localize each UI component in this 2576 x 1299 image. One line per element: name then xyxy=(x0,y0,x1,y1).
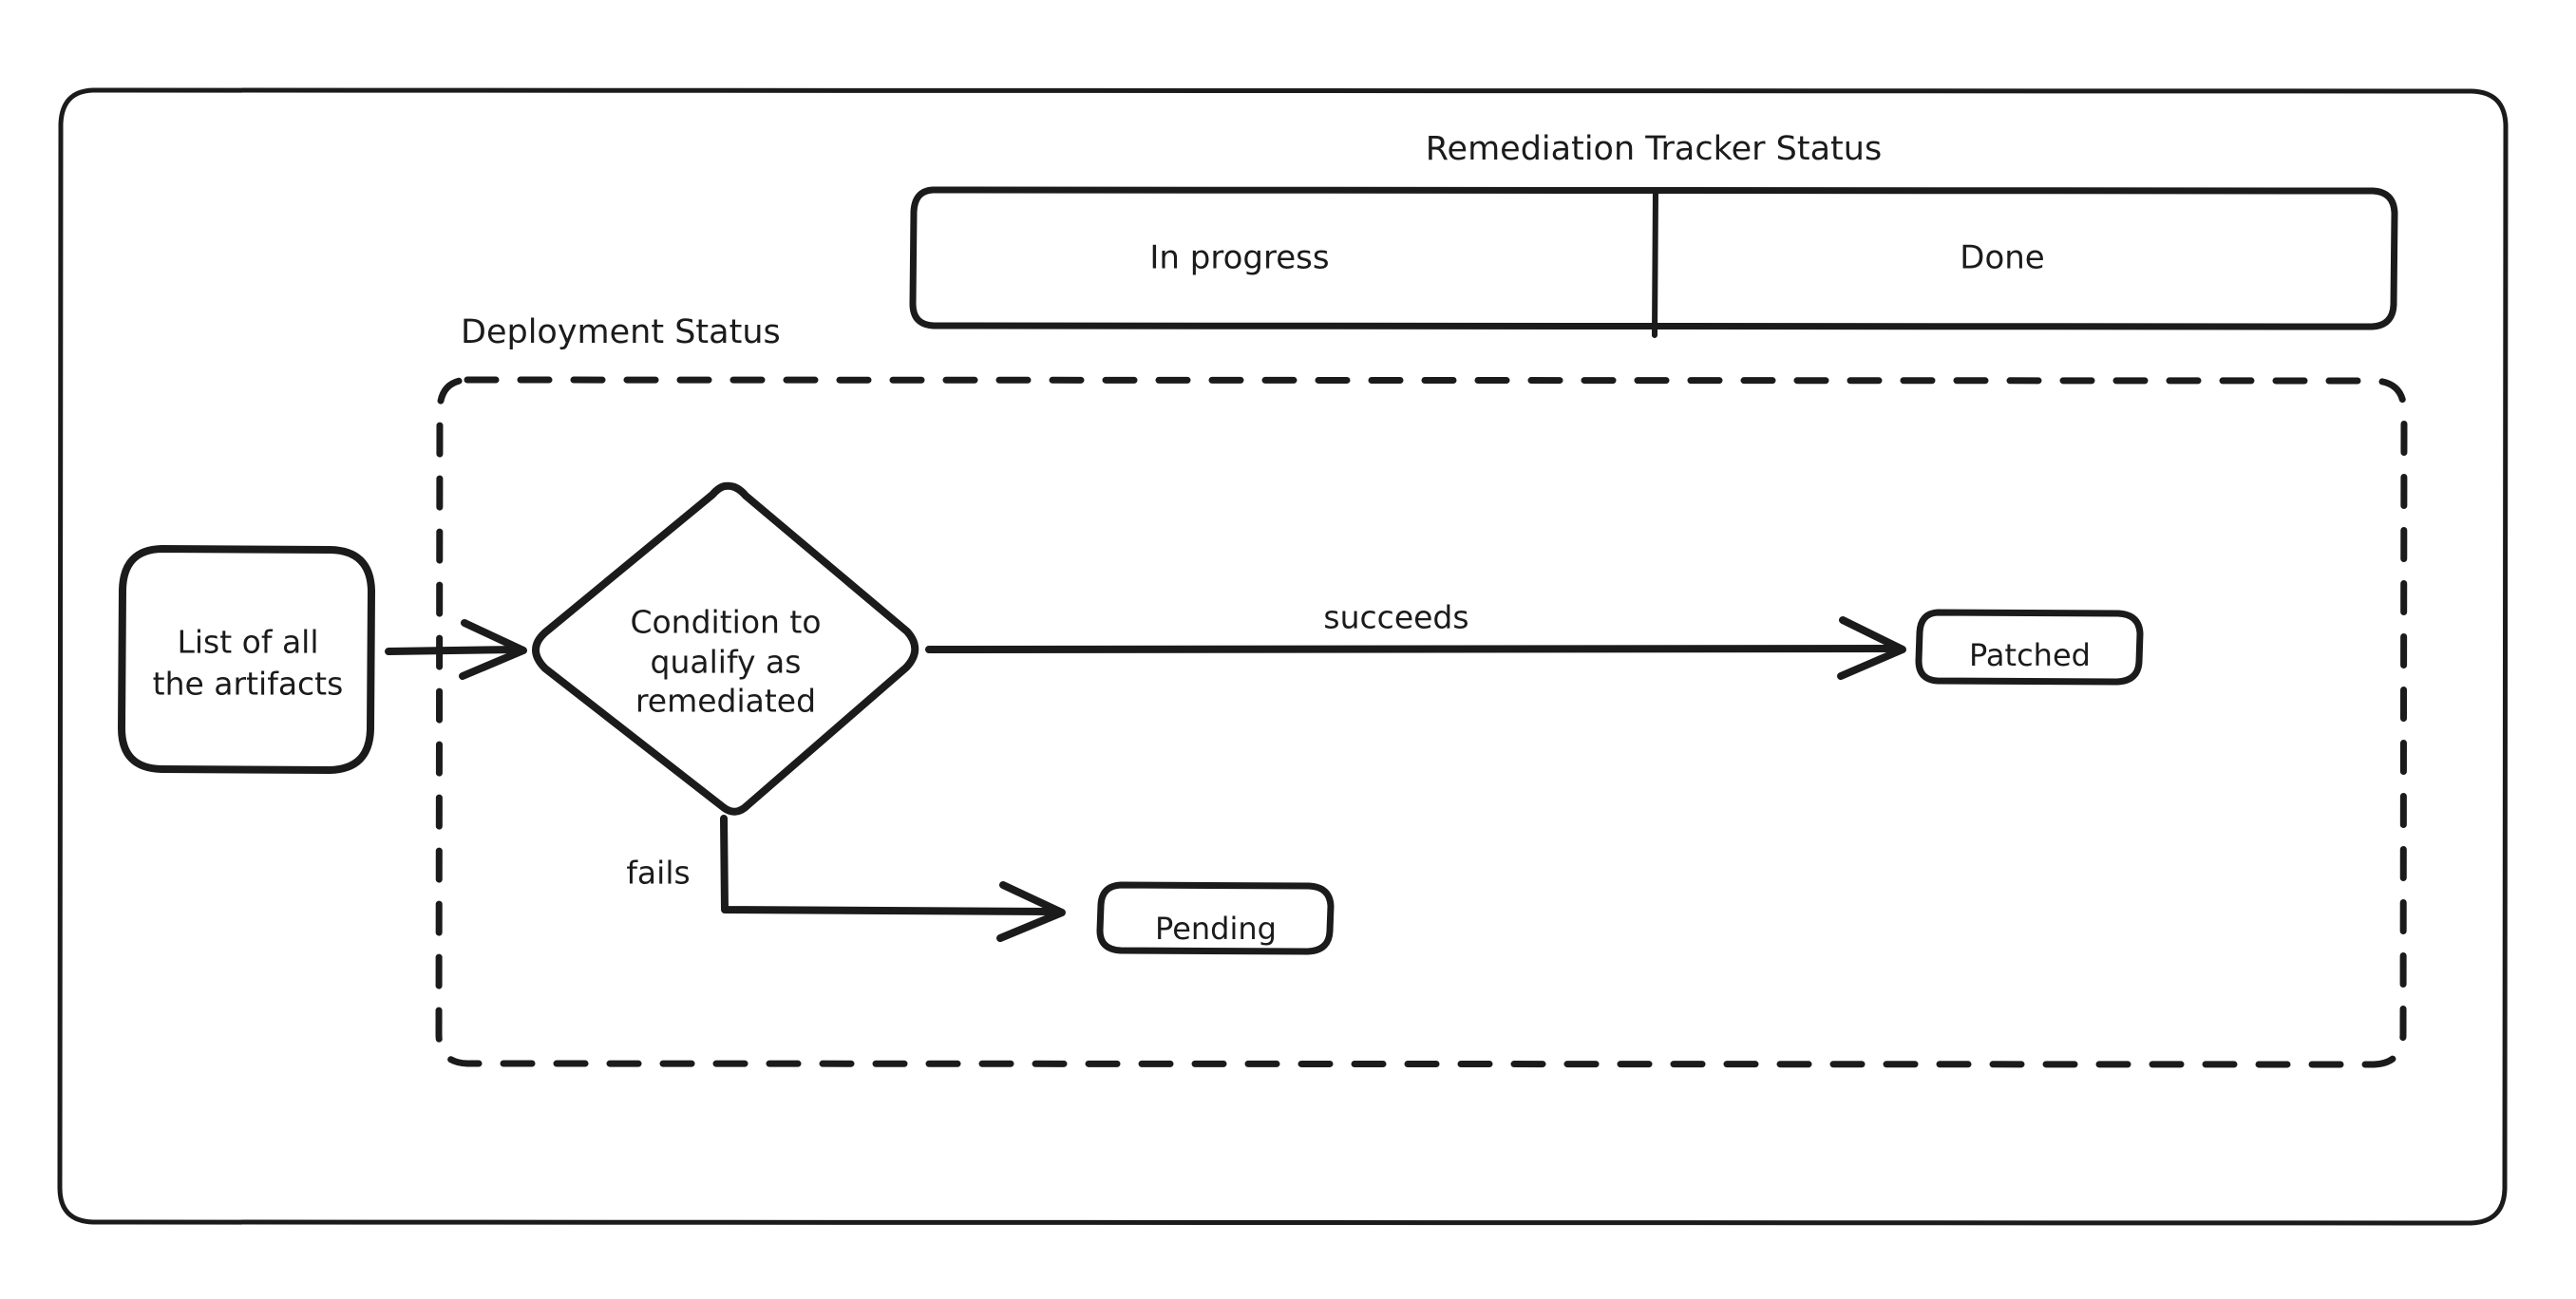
node-artifacts-label: List of all the artifacts xyxy=(153,624,344,703)
deployment-status-group-border xyxy=(435,376,2408,1068)
lanes-title: Remediation Tracker Status xyxy=(1426,130,1882,168)
lane-cell-label-done[interactable]: Done xyxy=(1960,239,2044,277)
edge-label-succeeds: succeeds xyxy=(1323,599,1468,636)
node-pending-shape[interactable] xyxy=(1096,881,1335,955)
edge-condition-patched-line xyxy=(925,645,1899,653)
edge-condition-patched-arrowhead xyxy=(1837,616,1906,680)
svg-text:Condition to: Condition to xyxy=(630,604,821,641)
edge-condition-patched xyxy=(925,616,1906,680)
edge-artifacts-condition-line xyxy=(385,646,521,655)
node-condition-shape[interactable] xyxy=(532,481,919,816)
svg-text:the artifacts: the artifacts xyxy=(153,666,344,703)
node-condition-label: Condition to qualify as remediated xyxy=(630,604,821,720)
edge-label-fails: fails xyxy=(626,855,690,892)
svg-text:remediated: remediated xyxy=(635,683,816,720)
svg-text:qualify as: qualify as xyxy=(651,644,802,681)
lane-cell-label-in-progress[interactable]: In progress xyxy=(1149,239,1329,277)
node-patched-shape[interactable] xyxy=(1915,609,2144,686)
node-patched-label: Patched xyxy=(1969,637,2091,673)
remediation-tracker-lanes xyxy=(909,186,2398,338)
svg-text:List of all: List of all xyxy=(177,624,318,661)
outer-frame xyxy=(57,87,2509,1226)
node-artifacts-shape[interactable] xyxy=(118,545,375,774)
deployment-status-group-label: Deployment Status xyxy=(461,313,781,351)
edge-artifacts-condition xyxy=(385,619,527,680)
edge-artifacts-condition-arrowhead xyxy=(459,619,527,680)
edge-condition-pending-line xyxy=(720,815,1053,915)
node-pending-label: Pending xyxy=(1155,911,1277,947)
lane-divider xyxy=(1652,187,1658,338)
edge-condition-pending xyxy=(720,815,1066,942)
edge-condition-pending-arrowhead xyxy=(996,881,1066,942)
